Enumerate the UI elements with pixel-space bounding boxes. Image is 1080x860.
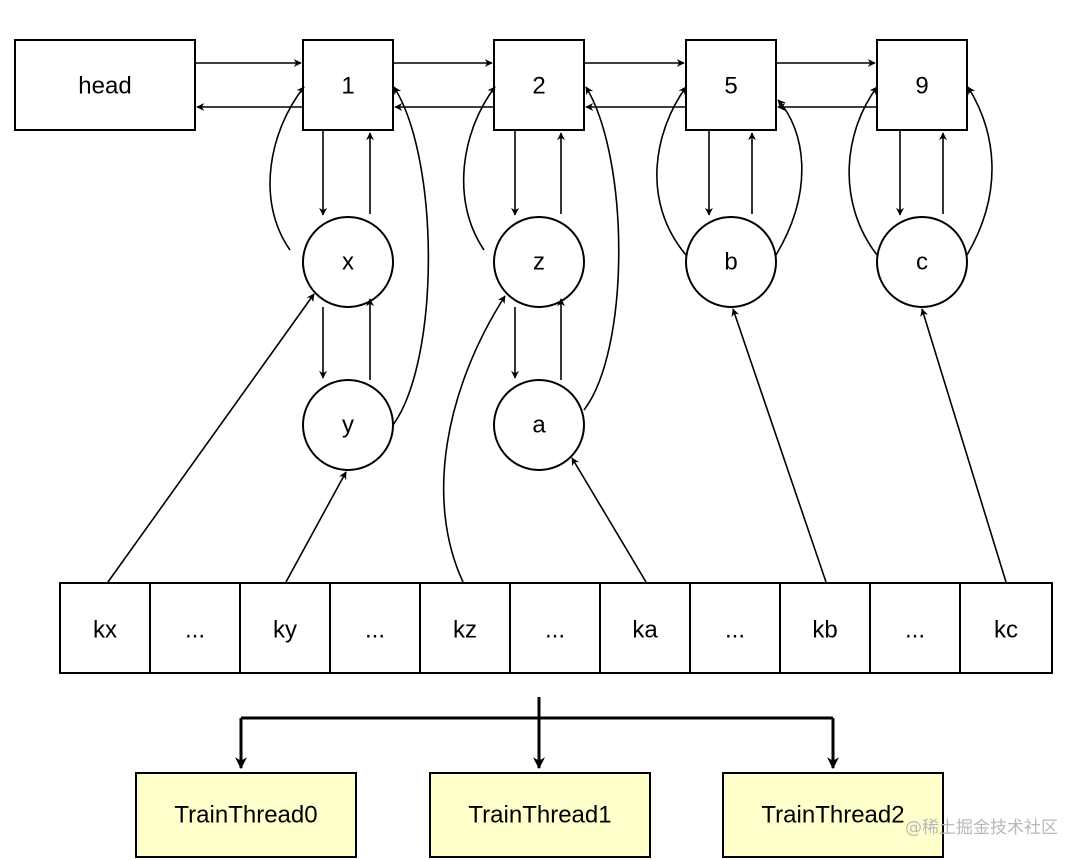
array-cell-label: ... <box>545 617 565 644</box>
array-cell <box>419 582 511 674</box>
array-cell-label: kx <box>93 617 117 644</box>
list-node-1: 1 <box>302 39 394 131</box>
array-cell-label: ... <box>905 617 925 644</box>
bucket-b: b <box>685 216 777 308</box>
list-node-9: 9 <box>876 39 968 131</box>
train-thread-2: TrainThread2 <box>722 772 944 858</box>
array-cell <box>599 582 691 674</box>
bucket-label: b <box>724 249 737 276</box>
bucket-label: a <box>532 412 546 439</box>
pointer-kb-b <box>731 308 827 583</box>
pointer-ka-a <box>571 457 647 583</box>
curve-b-5-left <box>656 86 687 256</box>
curve-c-9-right <box>966 86 993 256</box>
head-node: head <box>14 39 196 131</box>
array-cell <box>959 582 1053 674</box>
array-cell <box>689 582 781 674</box>
array-cell-label: ... <box>185 617 205 644</box>
bucket-z: z <box>493 216 585 308</box>
array-cell <box>509 582 601 674</box>
array-cell-label: ky <box>273 617 297 644</box>
curve-a-2 <box>583 86 620 411</box>
list-node-label: 9 <box>915 73 928 100</box>
thread-label: TrainThread1 <box>468 802 611 829</box>
bucket-label: y <box>342 412 354 439</box>
bucket-a: a <box>493 379 585 471</box>
vertical-links <box>319 131 947 380</box>
curve-b-5-right <box>775 99 803 256</box>
array-cell-label: kz <box>453 617 477 644</box>
array-cell-label: ka <box>632 617 658 644</box>
thread-dispatch <box>235 697 839 770</box>
bucket-y: y <box>302 379 394 471</box>
array-cell-label: ... <box>365 617 385 644</box>
train-thread-1: TrainThread1 <box>429 772 651 858</box>
key-pointers <box>107 293 1007 583</box>
bucket-label: z <box>533 249 545 276</box>
watermark: @稀土掘金技术社区 <box>905 818 1058 838</box>
pointer-ky-y <box>285 471 347 583</box>
bucket-label: x <box>342 249 354 276</box>
array-cell-label: kb <box>812 617 837 644</box>
train-thread-0: TrainThread0 <box>135 772 357 858</box>
list-node-label: 5 <box>724 73 737 100</box>
array-cell <box>149 582 241 674</box>
list-node-2: 2 <box>493 39 585 131</box>
thread-label: TrainThread0 <box>174 802 317 829</box>
bucket-label: c <box>916 249 928 276</box>
curve-x-1 <box>269 86 305 251</box>
array-cell-label: ... <box>725 617 745 644</box>
bucket-c: c <box>876 216 968 308</box>
head-label: head <box>78 73 131 100</box>
pointer-kz-z <box>442 295 506 583</box>
list-node-5: 5 <box>685 39 777 131</box>
key-array: kx ... ky ... kz ... ka ... kb ... kc <box>59 582 1053 674</box>
curve-z-2 <box>462 86 496 251</box>
curve-c-9-left <box>848 86 878 256</box>
array-cell-label: kc <box>994 617 1018 644</box>
pointer-kx-x <box>107 293 315 583</box>
bucket-x: x <box>302 216 394 308</box>
array-cell <box>869 582 961 674</box>
list-node-label: 1 <box>341 73 354 100</box>
curved-links <box>269 86 993 426</box>
array-cell <box>779 582 871 674</box>
array-cell <box>239 582 331 674</box>
curve-y-1 <box>392 86 430 426</box>
thread-label: TrainThread2 <box>761 802 904 829</box>
list-node-label: 2 <box>532 73 545 100</box>
pointer-kc-c <box>920 308 1007 583</box>
